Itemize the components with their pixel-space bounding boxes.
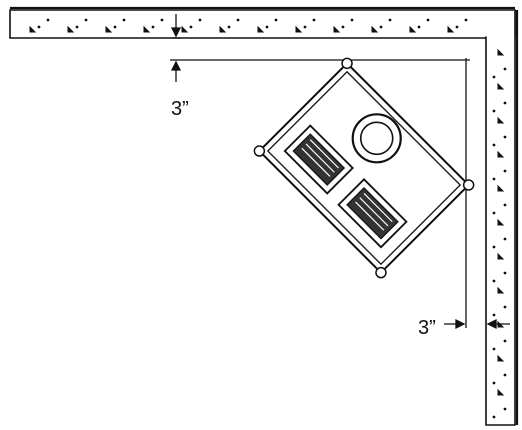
hatch-dot xyxy=(236,18,240,22)
hatch-dot xyxy=(492,279,496,283)
stove-foot xyxy=(341,57,353,70)
hatch-dot xyxy=(274,18,278,22)
hatch-mark xyxy=(67,25,75,33)
hatch-dot xyxy=(503,101,507,105)
hatch-dot xyxy=(189,25,193,29)
hatch-dot xyxy=(160,18,164,22)
hatch-dot xyxy=(84,18,88,22)
hatch-mark xyxy=(181,25,189,33)
hatch-dot xyxy=(492,75,496,79)
right-wall xyxy=(485,10,519,426)
hatch-mark xyxy=(447,25,455,33)
hatch-mark xyxy=(497,286,505,294)
hatch-dot xyxy=(492,381,496,385)
concrete-hatch xyxy=(29,18,507,419)
hatch-dot xyxy=(503,203,507,207)
hatch-mark xyxy=(219,25,227,33)
hatch-dot xyxy=(492,143,496,147)
hatch-mark xyxy=(497,48,505,56)
grate-left xyxy=(283,124,354,195)
hatch-dot xyxy=(503,339,507,343)
top-clearance-label: 3” xyxy=(169,98,191,120)
stove xyxy=(253,57,475,279)
hatch-dot xyxy=(503,305,507,309)
hatch-mark xyxy=(295,25,303,33)
hatch-mark xyxy=(333,25,341,33)
hatch-dot xyxy=(37,25,41,29)
hatch-dot xyxy=(503,407,507,411)
hatch-dot xyxy=(503,237,507,241)
hatch-mark xyxy=(371,25,379,33)
hatch-mark xyxy=(409,25,417,33)
hatch-dot xyxy=(492,313,496,317)
hatch-dot xyxy=(303,25,307,29)
hatch-dot xyxy=(46,18,50,22)
hatch-dot xyxy=(227,25,231,29)
top-wall xyxy=(9,6,516,39)
hatch-dot xyxy=(426,18,430,22)
hatch-mark xyxy=(497,218,505,226)
hatch-dot xyxy=(503,271,507,275)
hatch-mark xyxy=(497,388,505,396)
hatch-mark xyxy=(497,116,505,124)
stove-outer xyxy=(257,61,471,275)
hatch-dot xyxy=(122,18,126,22)
hatch-dot xyxy=(198,18,202,22)
hatch-dot xyxy=(379,25,383,29)
stove-foot xyxy=(253,145,266,157)
hatch-dot xyxy=(492,177,496,181)
hatch-dot xyxy=(503,67,507,71)
hatch-mark xyxy=(497,150,505,158)
top-clearance-dimension xyxy=(170,14,470,82)
side-clearance-dimension xyxy=(444,58,510,330)
hatch-dot xyxy=(455,25,459,29)
hatch-dot xyxy=(312,18,316,22)
grate-right xyxy=(337,178,408,249)
stove-foot xyxy=(375,266,387,279)
hatch-mark xyxy=(497,82,505,90)
flue-collar-inner xyxy=(359,121,394,156)
stove-foot xyxy=(462,179,475,191)
hatch-mark xyxy=(143,25,151,33)
hatch-mark xyxy=(497,184,505,192)
hatch-mark xyxy=(105,25,113,33)
hatch-dot xyxy=(492,245,496,249)
hatch-dot xyxy=(464,18,468,22)
hatch-dot xyxy=(503,135,507,139)
hatch-dot xyxy=(265,25,269,29)
hatch-dot xyxy=(113,25,117,29)
hatch-mark xyxy=(497,252,505,260)
hatch-dot xyxy=(492,347,496,351)
hatch-dot xyxy=(151,25,155,29)
hatch-dot xyxy=(492,109,496,113)
side-clearance-label: 3” xyxy=(416,317,438,339)
hatch-dot xyxy=(492,211,496,215)
hatch-dot xyxy=(492,415,496,419)
hatch-dot xyxy=(503,169,507,173)
hatch-dot xyxy=(417,25,421,29)
hatch-dot xyxy=(341,25,345,29)
hatch-mark xyxy=(29,25,37,33)
hatch-dot xyxy=(388,18,392,22)
hatch-mark xyxy=(257,25,265,33)
hatch-dot xyxy=(503,373,507,377)
stove-inner xyxy=(266,70,462,266)
hatch-mark xyxy=(497,354,505,362)
hatch-dot xyxy=(350,18,354,22)
flue-collar-outer xyxy=(351,113,402,164)
hatch-dot xyxy=(75,25,79,29)
